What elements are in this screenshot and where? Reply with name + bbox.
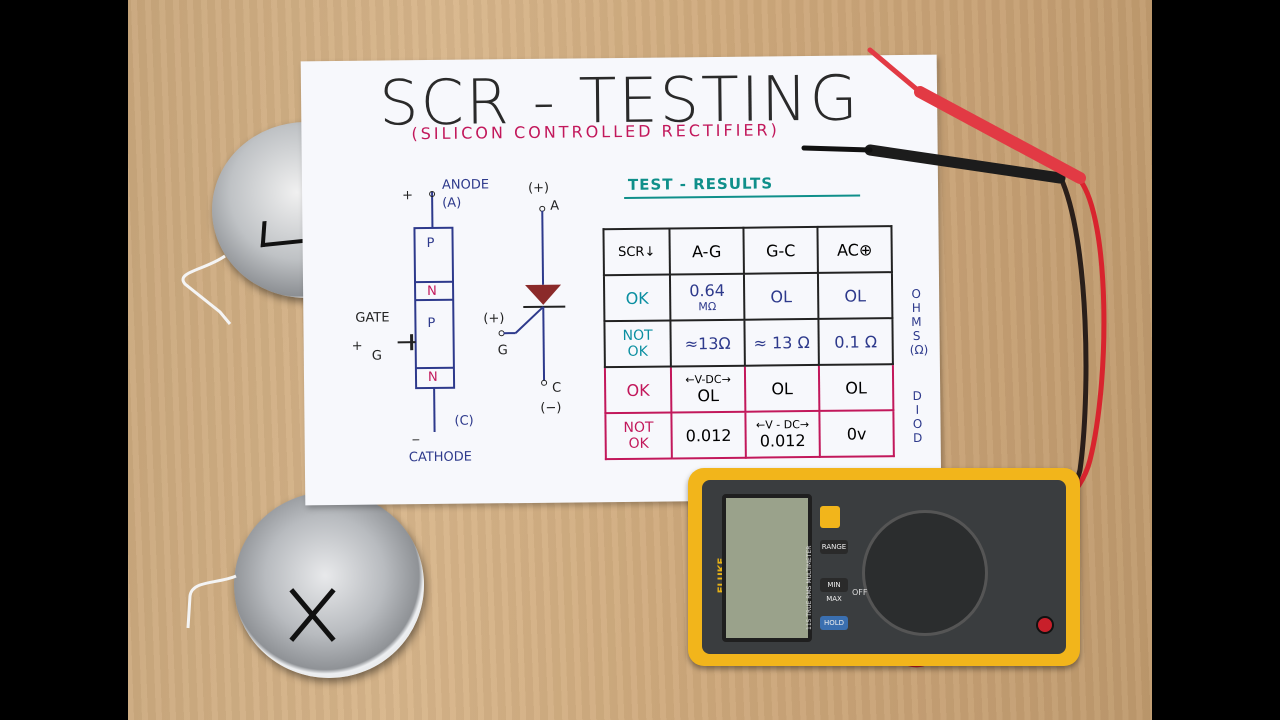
meter-model: 115 TRUE RMS MULTIMETER — [806, 545, 813, 630]
bottom-device-lead — [186, 574, 237, 629]
scr-symbol — [498, 205, 566, 386]
multimeter-face: FLUKE RANGE MIN MAX HOLD OFF 115 TRUE RM… — [702, 480, 1066, 654]
com-jack — [1036, 616, 1054, 634]
notes-sheet: SCR - TESTING (SILICON CONTROLLED RECTIF… — [300, 54, 942, 506]
range-button[interactable]: RANGE — [820, 540, 848, 554]
hold-button[interactable]: HOLD — [820, 616, 848, 630]
meter-display — [722, 494, 812, 642]
top-device-lead — [181, 254, 232, 325]
scr-device-faulty — [234, 492, 424, 678]
rotary-dial[interactable] — [862, 510, 988, 636]
scr-layer-diagram — [396, 190, 456, 432]
meter-yellow-button[interactable] — [820, 506, 840, 528]
multimeter: FLUKE RANGE MIN MAX HOLD OFF 115 TRUE RM… — [688, 468, 1080, 666]
minmax-button[interactable]: MIN MAX — [820, 578, 848, 603]
off-label: OFF — [852, 588, 868, 597]
